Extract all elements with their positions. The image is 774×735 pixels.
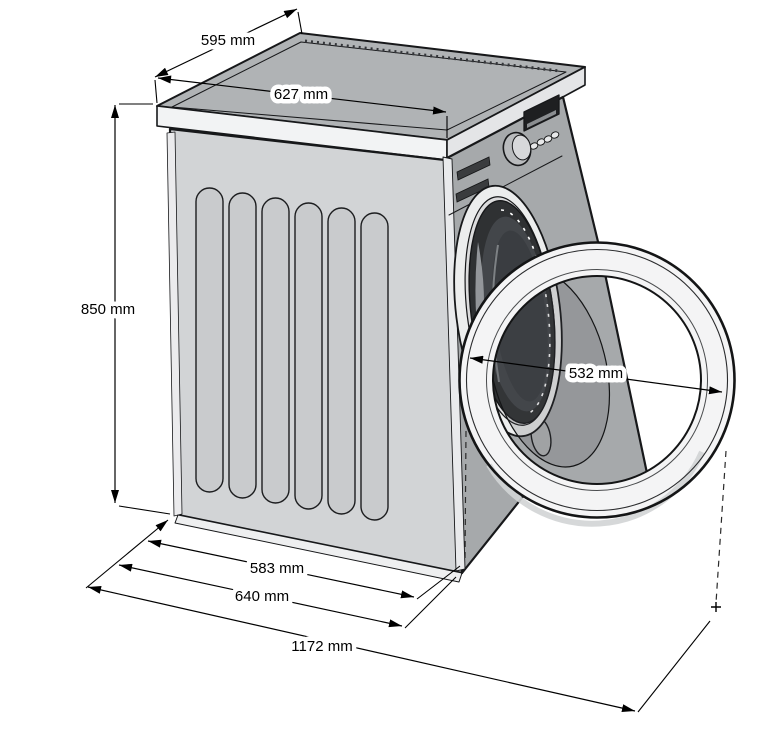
dimension-label-body-depth: 640 mm — [235, 588, 289, 605]
front-corner-band — [442, 156, 466, 572]
side-panel — [166, 127, 464, 583]
program-knob — [502, 131, 532, 167]
detergent-drawer — [455, 156, 491, 203]
dimension-label-base-depth: 583 mm — [250, 560, 304, 577]
side-panel-ribs — [195, 187, 389, 521]
dimension-label-height: 850 mm — [81, 301, 135, 318]
rear-edge-strip — [166, 131, 183, 517]
dimension-height: 850 mm — [76, 103, 171, 515]
shared-extension-arrow — [85, 519, 169, 589]
knob-face — [511, 134, 532, 161]
dimension-label-door-diameter: 532 mm — [569, 365, 623, 382]
rib — [195, 187, 224, 493]
control-display — [523, 94, 560, 132]
door-ring-outer-line — [465, 248, 729, 512]
washing-machine — [156, 32, 736, 612]
drawer-slot — [456, 156, 491, 181]
control-panel-seam — [448, 155, 563, 216]
rib — [261, 197, 290, 504]
rib — [228, 192, 257, 499]
dimension-label-top-width: 627 mm — [274, 86, 328, 103]
button — [550, 131, 560, 139]
dimension-label-depth-door-open: 1172 mm — [291, 638, 352, 655]
rib — [327, 207, 356, 515]
display-glare — [527, 110, 556, 128]
door-ring-shading — [486, 450, 705, 527]
top-panel-hatch — [304, 39, 561, 73]
dimension-label-top-depth: 595 mm — [201, 32, 255, 49]
rib — [360, 212, 389, 521]
rib — [294, 202, 323, 510]
projection-cross-mark — [711, 602, 721, 612]
door-ring-outer-edge — [458, 241, 736, 519]
drum-tick-marks — [500, 209, 551, 415]
projection-dash-right — [715, 450, 727, 604]
top-panel-right-edge — [446, 66, 586, 161]
